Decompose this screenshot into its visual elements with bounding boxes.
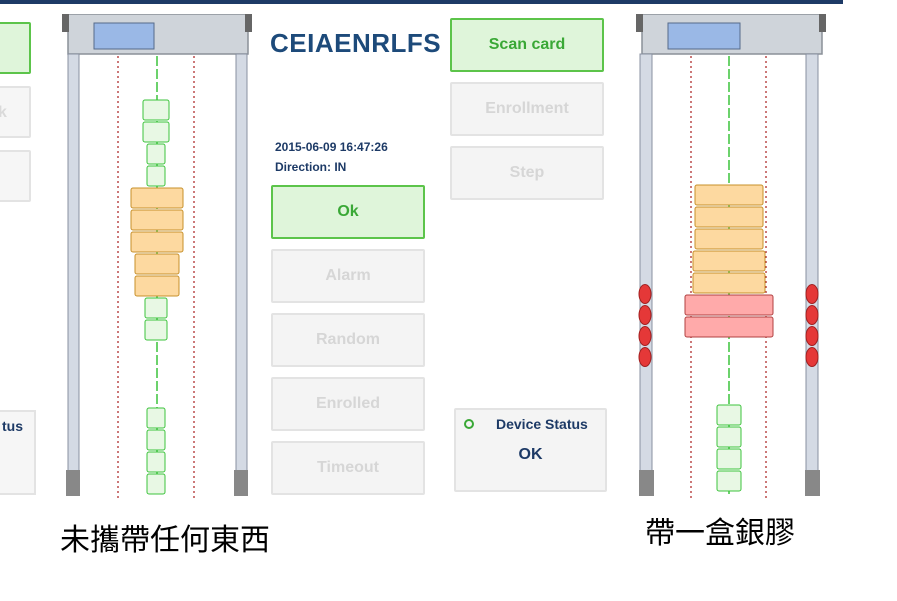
device-status-panel: Device Status OK bbox=[454, 408, 607, 492]
gate-left-zone bbox=[130, 231, 184, 253]
device-status-label: Device Status bbox=[496, 416, 588, 432]
gate-right-zone bbox=[694, 228, 764, 250]
left-cropped-button-2[interactable] bbox=[0, 150, 31, 202]
enrollment-button[interactable]: Enrollment bbox=[450, 82, 604, 136]
device-status-value: OK bbox=[518, 446, 543, 463]
gate-left-zones bbox=[130, 99, 184, 495]
gate-right-zone bbox=[716, 426, 742, 448]
gate-right-zone bbox=[716, 470, 742, 492]
gate-right-zone bbox=[716, 448, 742, 470]
gate-left-zone bbox=[144, 297, 168, 319]
gate-left-zone bbox=[146, 407, 166, 429]
gate-left-zone bbox=[146, 165, 166, 187]
left-cropped-active-button[interactable] bbox=[0, 22, 31, 74]
left-cropped-button[interactable]: k bbox=[0, 86, 31, 138]
left-cropped-button-label: k bbox=[0, 104, 7, 121]
gate-right-drawing bbox=[636, 13, 826, 498]
enrolled-button[interactable]: Enrolled bbox=[271, 377, 425, 431]
event-direction: Direction: IN bbox=[275, 160, 347, 174]
ok-button[interactable]: Ok bbox=[271, 185, 425, 239]
gate-left-zone bbox=[144, 319, 168, 341]
enrolled-button-label: Enrolled bbox=[315, 395, 380, 412]
left-cropped-status-label: tus bbox=[2, 418, 23, 434]
gate-left-zone bbox=[142, 121, 170, 143]
gate-right-zone bbox=[684, 294, 774, 316]
alarm-light-icon bbox=[805, 347, 819, 367]
gate-left-drawing bbox=[62, 13, 252, 498]
gate-right-zone bbox=[694, 206, 764, 228]
gate-left-zone bbox=[134, 275, 180, 297]
timeout-button[interactable]: Timeout bbox=[271, 441, 425, 495]
gate-right-zone bbox=[716, 404, 742, 426]
left-cropped-status-box: tus bbox=[0, 410, 36, 495]
alarm-light-icon bbox=[638, 305, 652, 325]
gate-left-zone bbox=[134, 253, 180, 275]
gate-left-zone bbox=[146, 429, 166, 451]
alarm-light-icon bbox=[805, 326, 819, 346]
gate-left-zone bbox=[130, 209, 184, 231]
gate-right-zone bbox=[684, 316, 774, 338]
alarm-light-icon bbox=[638, 326, 652, 346]
top-accent-bar bbox=[0, 0, 843, 4]
alarm-button-label: Alarm bbox=[325, 267, 371, 284]
caption-right: 帶一盒銀膠 bbox=[645, 516, 795, 551]
scan-card-button-label: Scan card bbox=[488, 36, 566, 53]
alarm-light-icon bbox=[638, 347, 652, 367]
alarm-light-icon bbox=[805, 284, 819, 304]
ok-button-label: Ok bbox=[337, 203, 359, 220]
gate-left-zone bbox=[146, 143, 166, 165]
random-button-label: Random bbox=[316, 331, 380, 348]
gate-left-zone bbox=[146, 451, 166, 473]
alarm-button[interactable]: Alarm bbox=[271, 249, 425, 303]
gate-right-zone bbox=[694, 184, 764, 206]
gate-right-zone bbox=[692, 250, 766, 272]
app-logo: CEIAENRLFS bbox=[270, 28, 442, 58]
caption-left: 未攜帶任何東西 bbox=[60, 523, 270, 558]
timeout-button-label: Timeout bbox=[317, 459, 379, 476]
step-button-label: Step bbox=[509, 164, 545, 181]
alarm-light-icon bbox=[638, 284, 652, 304]
gate-left-zone bbox=[130, 187, 184, 209]
gate-left-zone bbox=[142, 99, 170, 121]
alarm-light-icon bbox=[805, 305, 819, 325]
walkthrough-gate-right bbox=[636, 13, 826, 500]
step-button[interactable]: Step bbox=[450, 146, 604, 200]
event-timestamp: 2015-06-09 16:47:26 bbox=[275, 140, 388, 154]
gate-right-zones bbox=[684, 184, 774, 492]
random-button[interactable]: Random bbox=[271, 313, 425, 367]
gate-right-alarm-lights bbox=[638, 284, 819, 367]
gate-left-zone bbox=[146, 473, 166, 495]
status-indicator-icon bbox=[464, 419, 474, 429]
walkthrough-gate-left bbox=[62, 13, 252, 500]
scan-card-button[interactable]: Scan card bbox=[450, 18, 604, 72]
gate-right-zone bbox=[692, 272, 766, 294]
enrollment-button-label: Enrollment bbox=[485, 100, 569, 117]
